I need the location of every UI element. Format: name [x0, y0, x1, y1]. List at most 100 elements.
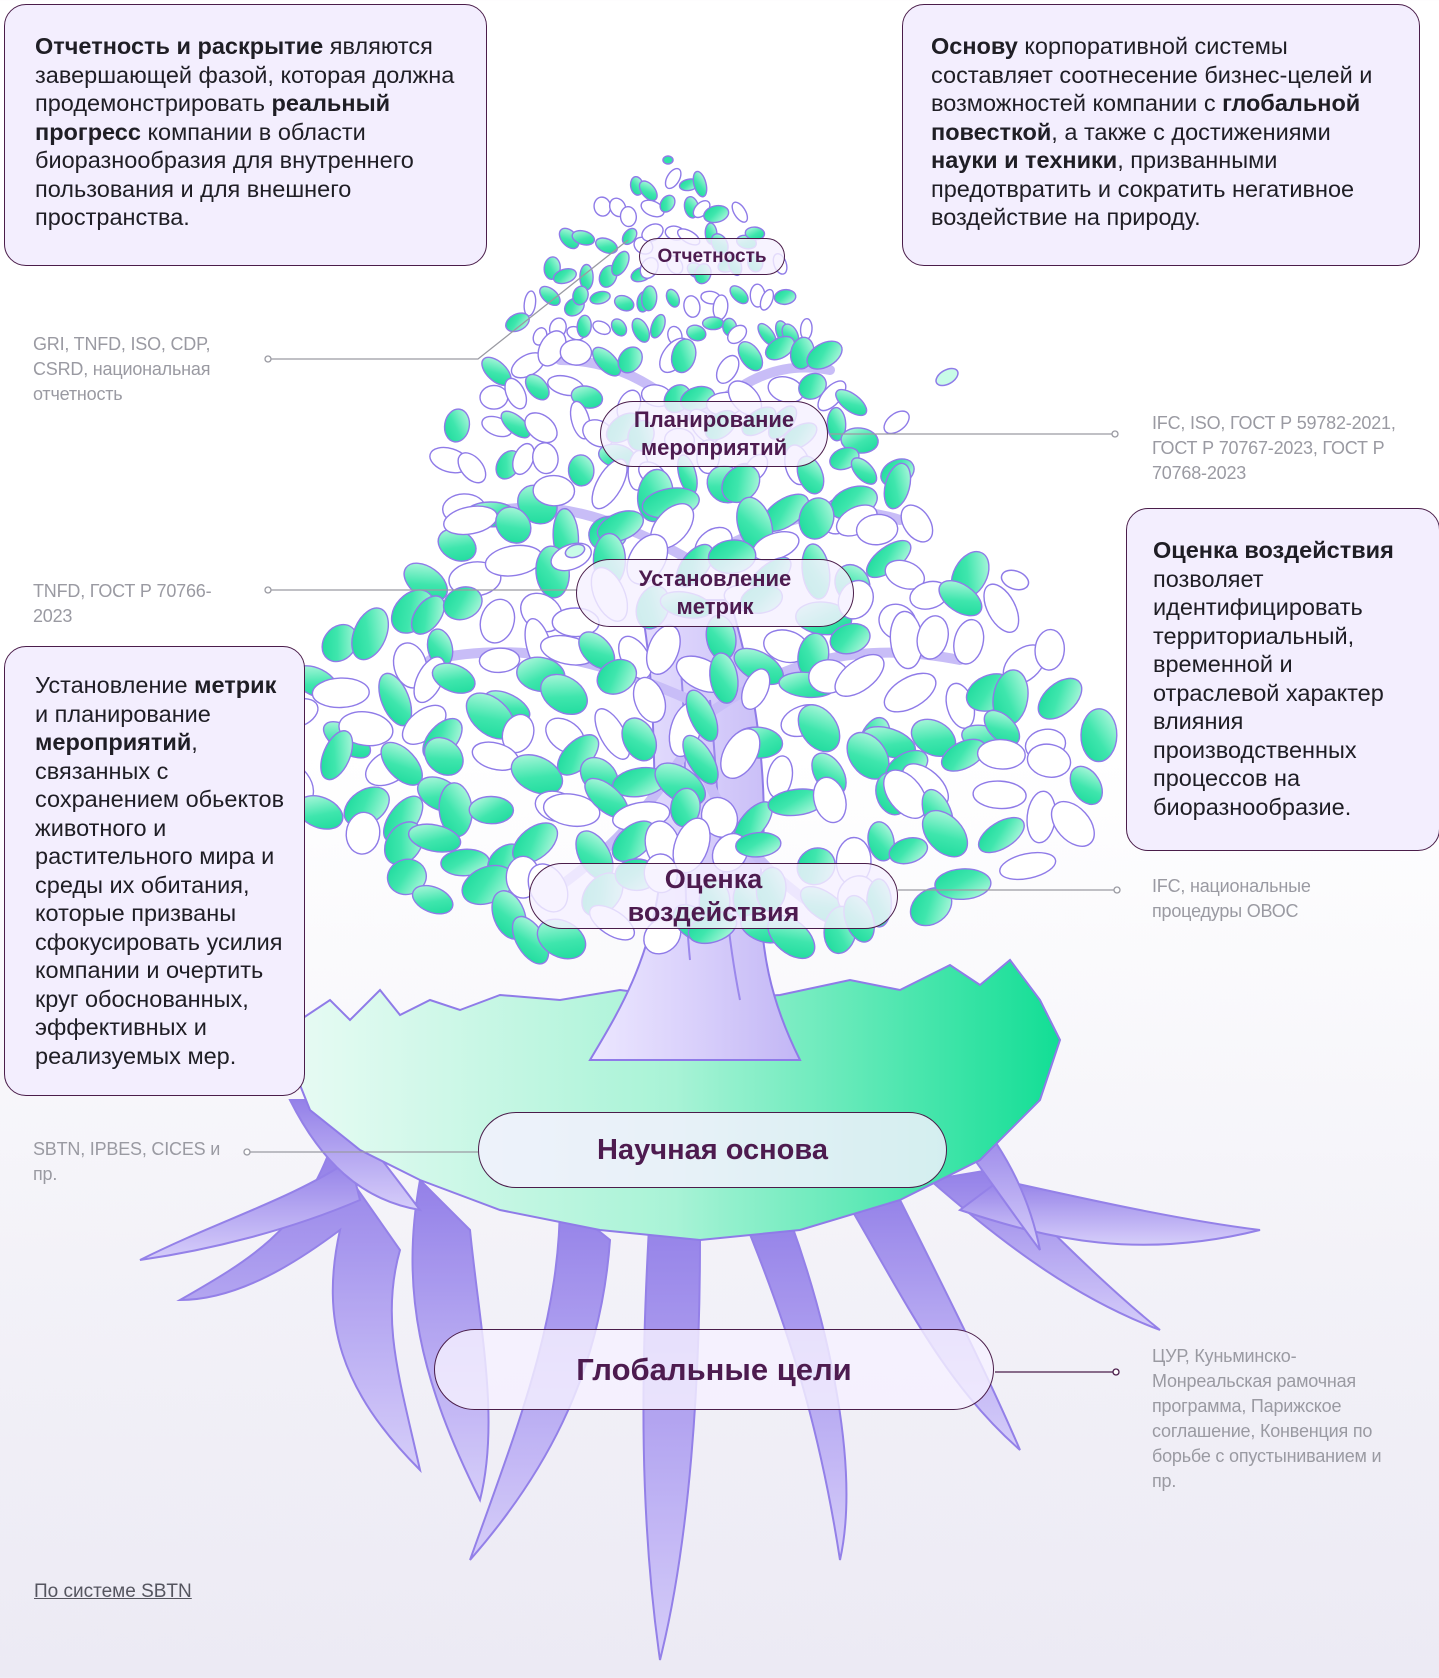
- info-box-impact: Оценка воздействия позволяет идентифицир…: [1126, 508, 1439, 851]
- leaf: [835, 388, 868, 417]
- body-text: компании в области биоразнообразия для в…: [35, 118, 414, 231]
- leaf: [468, 795, 515, 825]
- leaf: [619, 206, 638, 228]
- info-box-reporting: Отчетность и раскрытие являются завершаю…: [4, 4, 487, 266]
- connector-lines: [243, 239, 1121, 1376]
- info-box-metrics-planning: Установление метрик и планирование мероп…: [4, 646, 305, 1096]
- leaf: [589, 290, 611, 305]
- bold-text: Оценка воздействия: [1153, 537, 1394, 563]
- leaf: [524, 373, 550, 401]
- leaf: [495, 506, 532, 544]
- bold-text: глобальной повесткой: [931, 90, 1361, 145]
- leaf: [883, 462, 912, 510]
- leaf: [617, 346, 643, 374]
- leaf: [934, 868, 992, 901]
- leaf: [540, 673, 588, 716]
- leaf: [884, 559, 926, 590]
- leaf: [611, 250, 630, 277]
- leaf: [735, 831, 782, 858]
- leaf: [659, 194, 676, 213]
- stray-leaves: [564, 155, 1030, 591]
- stage-label: Отчетность: [657, 245, 767, 267]
- leaf: [983, 583, 1020, 633]
- stage-pill-reporting: Отчетность: [639, 238, 785, 275]
- body-text: , а также с достижениями: [1051, 118, 1331, 145]
- leaf: [311, 677, 370, 709]
- leaf: [709, 652, 739, 704]
- info-box-foundation: Основу корпоративной системы составляет …: [902, 4, 1420, 266]
- leaf: [715, 354, 740, 384]
- leaf: [883, 769, 928, 819]
- stage-pill-planning: Планирование мероприятий: [600, 401, 828, 467]
- leaf: [321, 623, 358, 663]
- leaf: [640, 285, 658, 312]
- leaf: [685, 689, 719, 742]
- source-link[interactable]: По системе SBTN: [34, 1581, 192, 1602]
- leaf: [883, 410, 910, 435]
- stage-pill-science: Научная основа: [478, 1112, 947, 1188]
- stage-label: Установление метрик: [638, 566, 792, 619]
- stage-label: Научная основа: [597, 1133, 828, 1166]
- leaf: [1037, 677, 1083, 720]
- leaf: [407, 823, 462, 853]
- leaf: [596, 658, 638, 695]
- stage-label: Оценка воздействия: [627, 864, 800, 927]
- leaf: [631, 317, 651, 343]
- leaf: [592, 320, 611, 336]
- leaf: [729, 285, 749, 305]
- leaf: [829, 622, 871, 655]
- body-text: и планирование: [35, 700, 211, 727]
- leaf: [867, 821, 895, 862]
- leaf: [1034, 628, 1066, 671]
- leaf: [457, 452, 487, 484]
- leaf: [798, 372, 827, 400]
- leaf: [613, 294, 635, 312]
- leaf: [1080, 708, 1118, 763]
- note-impact-standards: IFC, национальные процедуры ОВОС: [1152, 876, 1311, 921]
- stage-pill-goals: Глобальные цели: [434, 1329, 994, 1410]
- leaf: [351, 607, 390, 661]
- note-goals-standards: ЦУР, Куньминско-Монреальская рамочная пр…: [1152, 1346, 1382, 1491]
- note-reporting-standards: GRI, TNFD, ISO, CDP, CSRD, национальная …: [33, 334, 211, 404]
- leaf: [542, 793, 601, 828]
- leaf: [478, 647, 521, 674]
- leaf: [442, 586, 483, 621]
- leaf: [916, 615, 949, 660]
- note-planning-standards: IFC, ISO, ГОСТ Р 59782-2021, ГОСТ Р 7076…: [1152, 413, 1396, 483]
- leaf: [524, 412, 558, 444]
- leaf: [443, 408, 471, 443]
- leaf: [938, 579, 983, 617]
- leaf: [812, 776, 847, 824]
- leaf: [591, 346, 622, 377]
- leaf: [559, 338, 593, 366]
- leaf: [649, 313, 666, 339]
- body-text: позволяет идентифицировать территориальн…: [1153, 565, 1384, 820]
- leaf: [500, 410, 531, 439]
- leaf: [983, 709, 1021, 746]
- leaf: [539, 285, 561, 307]
- leaf: [682, 734, 719, 785]
- body-text: являются завершающей фазой, которая долж…: [35, 33, 455, 116]
- leaf: [972, 780, 1027, 810]
- note-metrics-standards: TNFD, ГОСТ Р 70766-2023: [33, 581, 212, 626]
- leaf: [572, 285, 589, 306]
- leaf: [640, 199, 665, 218]
- leaf: [883, 672, 937, 713]
- leaf: [571, 229, 596, 246]
- stage-label: Глобальные цели: [576, 1351, 852, 1387]
- leaf: [632, 676, 667, 723]
- leaf: [523, 290, 537, 317]
- leaf: [773, 288, 797, 306]
- leaf: [701, 316, 725, 331]
- leaf: [552, 267, 577, 285]
- leaf: [567, 454, 595, 487]
- leaf: [1050, 800, 1095, 847]
- leaf: [731, 201, 749, 223]
- leaf: [479, 598, 516, 644]
- leaf: [621, 717, 658, 762]
- leaf: [692, 170, 708, 198]
- leaf: [504, 377, 528, 410]
- leaf: [826, 406, 847, 442]
- leaf: [683, 295, 701, 318]
- leaf: [686, 324, 707, 342]
